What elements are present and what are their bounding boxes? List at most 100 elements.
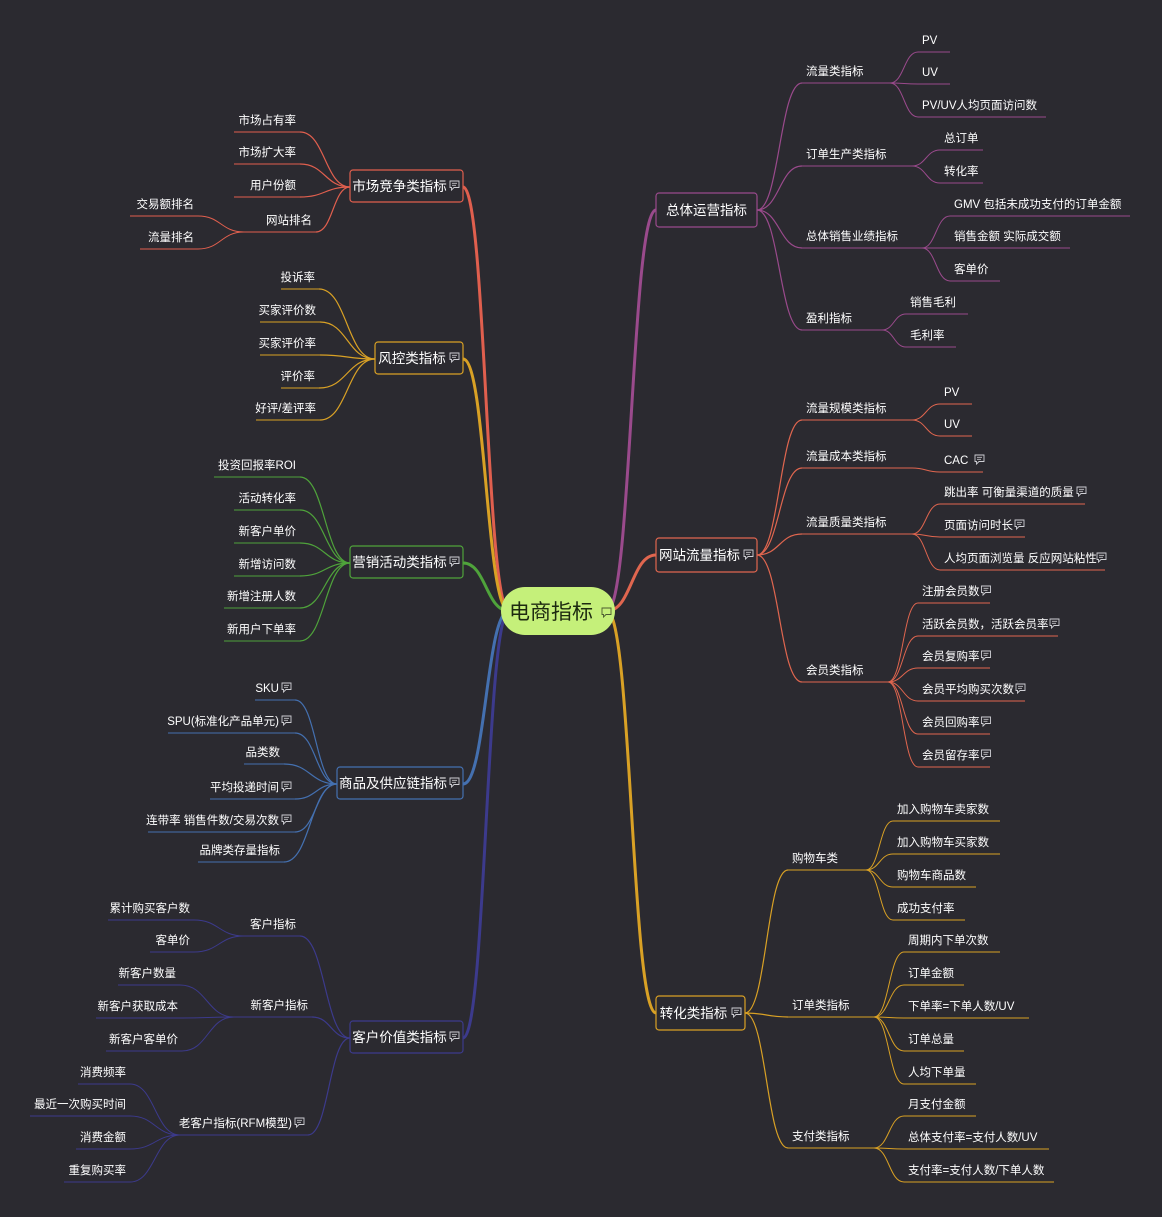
leaf-label[interactable]: 投诉率	[281, 270, 316, 284]
leaf-label[interactable]: GMV 包括未成功支付的订单金额	[954, 197, 1122, 211]
note-icon[interactable]	[974, 454, 985, 466]
note-icon[interactable]	[981, 650, 991, 662]
branch-label-box[interactable]	[349, 1020, 464, 1054]
note-icon[interactable]	[1076, 486, 1087, 498]
leaf-label[interactable]: 用户份额	[250, 178, 296, 192]
leaf-label[interactable]: 市场占有率	[239, 113, 297, 127]
branch-label[interactable]: 风控类指标	[378, 351, 446, 366]
leaf-label[interactable]: 月支付金额	[908, 1097, 966, 1111]
note-icon[interactable]	[281, 814, 292, 826]
leaf-label[interactable]: 加入购物车卖家数	[897, 802, 989, 816]
leaf-label[interactable]: 评价率	[281, 369, 316, 383]
branch-label-box[interactable]	[374, 341, 464, 375]
leaf-label[interactable]: 订单总量	[908, 1032, 954, 1046]
leaf-label[interactable]: 投资回报率ROI	[218, 458, 296, 472]
branch-label-box[interactable]	[655, 192, 758, 228]
leaf-label[interactable]: 新客户数量	[119, 966, 177, 980]
leaf-label[interactable]: SPU(标准化产品单元)	[167, 714, 279, 728]
sub-branch-label[interactable]: 总体销售业绩指标	[806, 229, 898, 243]
leaf-label[interactable]: 跳出率 可衡量渠道的质量	[944, 485, 1074, 499]
note-icon[interactable]	[281, 715, 292, 727]
leaf-label[interactable]: 新增注册人数	[227, 589, 296, 603]
leaf-label[interactable]: 最近一次购买时间	[34, 1097, 126, 1111]
leaf-label[interactable]: 人均下单量	[908, 1066, 966, 1079]
branch-label-box[interactable]	[655, 995, 746, 1031]
leaf-label[interactable]: 买家评价率	[259, 336, 317, 350]
note-icon[interactable]	[449, 180, 460, 192]
branch-label[interactable]: 转化类指标	[660, 1006, 728, 1021]
note-icon[interactable]	[601, 607, 612, 619]
leaf-label[interactable]: 活跃会员数，活跃会员率	[922, 617, 1049, 631]
sub-branch-label[interactable]: 新客户指标	[251, 998, 309, 1012]
leaf-label[interactable]: 购物车商品数	[897, 868, 966, 882]
leaf-label[interactable]: 新客户获取成本	[98, 999, 179, 1013]
sub-branch-label[interactable]: 支付类指标	[792, 1129, 850, 1143]
leaf-label[interactable]: CAC	[944, 455, 968, 467]
sub-branch-label[interactable]: 流量类指标	[806, 64, 864, 78]
note-icon[interactable]	[1096, 552, 1107, 564]
leaf-label[interactable]: 连带率 销售件数/交易次数	[146, 813, 279, 827]
leaf-label[interactable]: 市场扩大率	[239, 145, 297, 159]
leaf-label[interactable]: 品牌类存量指标	[200, 843, 281, 857]
note-icon[interactable]	[294, 1117, 305, 1129]
leaf-label[interactable]: 毛利率	[910, 328, 945, 342]
note-icon[interactable]	[449, 352, 460, 364]
sub-branch-label[interactable]: 客户指标	[250, 917, 296, 931]
leaf-label[interactable]: 人均页面浏览量 反应网站粘性	[944, 551, 1097, 565]
leaf-label[interactable]: 活动转化率	[239, 491, 297, 505]
sub-branch-label[interactable]: 流量规模类指标	[806, 401, 887, 415]
note-icon[interactable]	[1049, 618, 1060, 630]
leaf-label[interactable]: 下单率=下单人数/UV	[908, 999, 1015, 1013]
leaf-label[interactable]: 注册会员数	[922, 584, 980, 598]
leaf-label[interactable]: 总订单	[944, 131, 979, 145]
sub-branch-label[interactable]: 订单类指标	[792, 998, 850, 1012]
sub-branch-label[interactable]: 老客户指标(RFM模型)	[179, 1116, 292, 1130]
leaf-label[interactable]: 销售金额 实际成交额	[954, 229, 1061, 243]
leaf-label[interactable]: 新客户单价	[239, 524, 297, 538]
note-icon[interactable]	[1014, 519, 1025, 531]
leaf-label[interactable]: 销售毛利	[910, 295, 956, 309]
leaf-label[interactable]: 消费金额	[80, 1130, 126, 1144]
leaf-label[interactable]: 买家评价数	[259, 303, 317, 317]
leaf-label[interactable]: 总体支付率=支付人数/UV	[908, 1130, 1038, 1144]
branch-label-box[interactable]	[349, 169, 464, 203]
note-icon[interactable]	[743, 549, 754, 561]
leaf-label[interactable]: 新用户下单率	[227, 622, 296, 636]
branch-label[interactable]: 商品及供应链指标	[339, 775, 447, 791]
branch-label[interactable]: 网站流量指标	[659, 548, 740, 563]
branch-label[interactable]: 客户价值类指标	[352, 1029, 447, 1045]
leaf-label[interactable]: 会员复购率	[922, 649, 980, 663]
leaf-label[interactable]: UV	[944, 419, 960, 431]
leaf-label[interactable]: UV	[922, 67, 938, 79]
leaf-label[interactable]: 会员回购率	[922, 715, 980, 729]
sub-branch-label[interactable]: 盈利指标	[806, 311, 852, 325]
leaf-label[interactable]: 转化率	[944, 164, 979, 178]
leaf-label[interactable]: SKU	[255, 683, 279, 695]
note-icon[interactable]	[981, 749, 991, 761]
note-icon[interactable]	[449, 556, 460, 568]
leaf-label[interactable]: 流量排名	[148, 230, 194, 244]
leaf-label[interactable]: 新客户客单价	[109, 1032, 178, 1046]
note-icon[interactable]	[731, 1007, 742, 1019]
note-icon[interactable]	[981, 585, 991, 597]
leaf-label[interactable]: 好评/差评率	[255, 401, 316, 415]
note-icon[interactable]	[449, 1031, 460, 1043]
branch-label-box[interactable]	[336, 766, 464, 800]
leaf-label[interactable]: PV	[922, 35, 938, 47]
leaf-label[interactable]: 消费频率	[80, 1065, 126, 1079]
leaf-label[interactable]: 会员平均购买次数	[922, 682, 1014, 696]
leaf-label[interactable]: 周期内下单次数	[908, 933, 989, 947]
branch-label[interactable]: 市场竞争类指标	[352, 178, 447, 194]
leaf-label[interactable]: 新增访问数	[239, 557, 297, 571]
leaf-label[interactable]: 成功支付率	[897, 901, 955, 915]
leaf-label[interactable]: PV/UV人均页面访问数	[922, 98, 1038, 112]
root-node[interactable]	[501, 587, 615, 635]
leaf-label[interactable]: 会员留存率	[922, 748, 980, 762]
note-icon[interactable]	[281, 781, 292, 793]
sub-branch-label[interactable]: 流量质量类指标	[806, 515, 887, 529]
leaf-label[interactable]: 订单金额	[908, 966, 954, 980]
branch-label[interactable]: 总体运营指标	[666, 203, 747, 218]
sub-branch-label[interactable]: 订单生产类指标	[806, 147, 887, 161]
leaf-label[interactable]: 品类数	[246, 745, 281, 759]
branch-label-box[interactable]	[655, 537, 758, 573]
